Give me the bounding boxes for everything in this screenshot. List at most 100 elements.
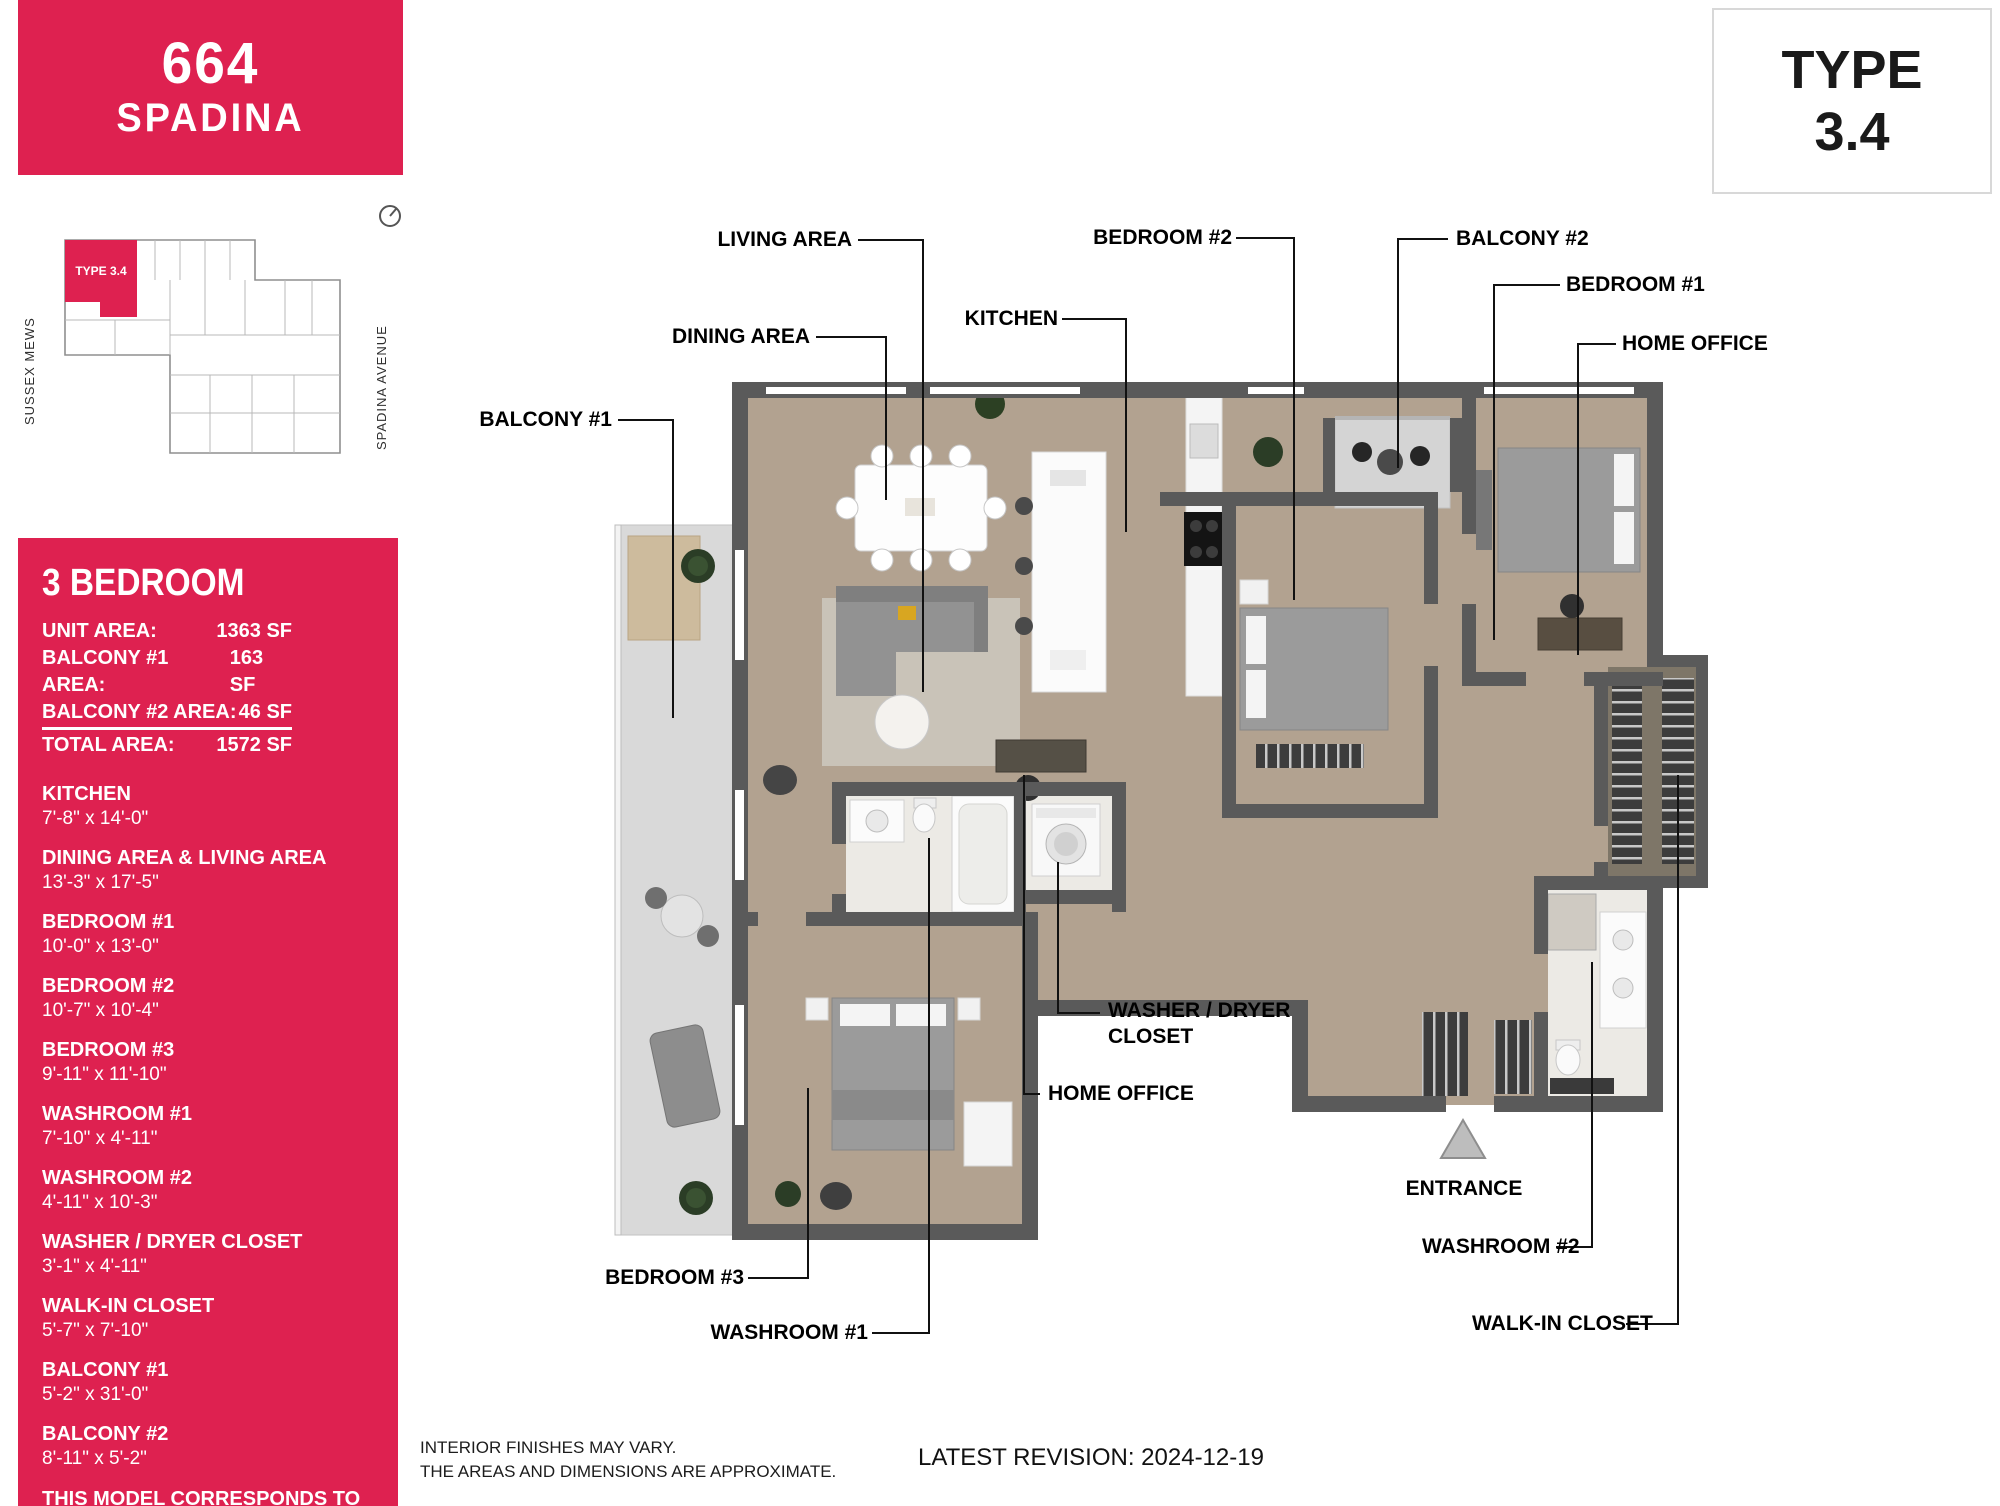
room-spec: WASHROOM #1 7'-10" x 4'-11" xyxy=(42,1103,378,1150)
callout-balcony-1: BALCONY #1 xyxy=(479,408,612,431)
area-row-total: TOTAL AREA: 1572 SF xyxy=(42,732,292,759)
room-spec: BEDROOM #3 9'-11" x 11'-10" xyxy=(42,1039,378,1086)
disclaimer-line2: THE AREAS AND DIMENSIONS ARE APPROXIMATE… xyxy=(420,1462,837,1481)
room-spec: BALCONY #1 5'-2" x 31'-0" xyxy=(42,1359,378,1406)
project-number: 664 xyxy=(161,30,260,96)
room-name: BALCONY #1 xyxy=(42,1359,169,1381)
area-value: 1572 SF xyxy=(216,734,292,756)
project-title-box: 664 SPADINA xyxy=(18,0,403,175)
room-spec: BALCONY #2 8'-11" x 5'-2" xyxy=(42,1423,378,1470)
room-dims: 10'-7" x 10'-4" xyxy=(42,1000,159,1021)
area-label: BALCONY #2 AREA: xyxy=(42,701,237,723)
callout-washroom-2: WASHROOM #2 xyxy=(1422,1235,1580,1258)
project-name: SPADINA xyxy=(116,95,305,140)
foyer-wardrobe xyxy=(1422,1012,1468,1096)
room-dims: 7'-10" x 4'-11" xyxy=(42,1128,158,1149)
accent-pillow xyxy=(898,606,916,620)
unit-type-box: TYPE 3.4 xyxy=(1712,8,1992,194)
unit-type-number: 3.4 xyxy=(1814,102,1890,162)
room-name: BEDROOM #1 xyxy=(42,911,175,933)
panel-title: 3 BEDROOM xyxy=(42,562,245,604)
room-dims: 5'-2" x 31'-0" xyxy=(42,1384,149,1405)
balcony-lounger xyxy=(649,1024,721,1128)
vanity xyxy=(1599,911,1647,1029)
callout-bedroom-2: BEDROOM #2 xyxy=(1093,226,1232,249)
disclaimer-line1: INTERIOR FINISHES MAY VARY. xyxy=(420,1438,677,1457)
area-row-balcony2: BALCONY #2 AREA: 46 SF xyxy=(42,699,292,730)
toilet xyxy=(1555,1044,1581,1076)
room-dims: 8'-11" x 5'-2" xyxy=(42,1448,147,1469)
callout-entrance: ENTRANCE xyxy=(1405,1177,1523,1200)
callout-kitchen: KITCHEN xyxy=(964,307,1058,330)
shower xyxy=(1547,893,1597,951)
callout-washroom-1: WASHROOM #1 xyxy=(710,1321,868,1344)
area-row-balcony1: BALCONY #1 AREA: 163 SF xyxy=(42,645,292,699)
balcony-1 xyxy=(614,524,741,1236)
keyplan-unit-label: TYPE 3.4 xyxy=(75,264,127,278)
callout-walk-in-closet: WALK-IN CLOSET xyxy=(1472,1312,1653,1335)
unit-type-word: TYPE xyxy=(1781,40,1923,100)
armchair xyxy=(820,1182,852,1210)
room-name: BALCONY #2 xyxy=(42,1423,169,1445)
room-spec: WASHROOM #2 4'-11" x 10'-3" xyxy=(42,1167,378,1214)
callout-home-office-bottom: HOME OFFICE xyxy=(1048,1082,1194,1105)
room-name: WASHER / DRYER CLOSET xyxy=(42,1231,303,1253)
callout-washer-dryer-closet: WASHER / DRYER CLOSET xyxy=(1108,998,1290,1050)
callout-living-area: LIVING AREA xyxy=(717,228,852,251)
bench xyxy=(1256,744,1364,768)
unit-info-panel: 3 BEDROOM UNIT AREA: 1363 SF BALCONY #1 … xyxy=(18,538,398,1506)
washroom-1 xyxy=(849,795,1015,913)
floor-plan xyxy=(614,382,1708,1240)
keyplan-unit-lines xyxy=(65,240,340,453)
callout-balcony-2: BALCONY #2 xyxy=(1456,227,1589,250)
callout-washer-dryer-line2: CLOSET xyxy=(1108,1025,1194,1048)
area-label: BALCONY #1 AREA: xyxy=(42,647,169,696)
room-name: WASHROOM #2 xyxy=(42,1167,193,1189)
area-row-unit: UNIT AREA: 1363 SF xyxy=(42,618,292,645)
area-value: 1363 SF xyxy=(216,620,292,642)
room-spec: WALK-IN CLOSET 5'-7" x 7'-10" xyxy=(42,1295,378,1342)
room-spec: KITCHEN 7'-8" x 14'-0" xyxy=(42,783,378,830)
callout-dining-area: DINING AREA xyxy=(671,325,810,348)
home-office-desk xyxy=(1537,617,1623,651)
callout-bedroom-3: BEDROOM #3 xyxy=(605,1266,744,1289)
area-label: UNIT AREA: xyxy=(42,620,157,642)
room-name: DINING AREA & LIVING AREA xyxy=(42,847,327,869)
foyer-shelf xyxy=(1494,1020,1532,1094)
compass-icon xyxy=(379,205,401,227)
area-label: TOTAL AREA: xyxy=(42,734,175,756)
entrance-arrow-icon xyxy=(1439,1118,1487,1159)
room-dims: 7'-8" x 14'-0" xyxy=(42,808,149,829)
home-office-desk xyxy=(995,739,1087,773)
room-spec: WASHER / DRYER CLOSET 3'-1" x 4'-11" xyxy=(42,1231,378,1278)
panel-footer: THIS MODEL CORRESPONDS TO UNIT(S): 503 xyxy=(42,1487,378,1506)
balcony-table xyxy=(660,894,704,938)
room-dims: 13'-3" x 17'-5" xyxy=(42,872,159,893)
coffee-table xyxy=(874,694,930,750)
room-name: BEDROOM #3 xyxy=(42,1039,175,1061)
kitchen-sink xyxy=(1189,423,1219,459)
room-dimension-list: KITCHEN 7'-8" x 14'-0" DINING AREA & LIV… xyxy=(42,783,378,1487)
toilet xyxy=(912,803,936,833)
street-label-spadina-avenue: SPADINA AVENUE xyxy=(374,325,389,450)
room-dims: 9'-11" x 11'-10" xyxy=(42,1064,167,1085)
plant-icon xyxy=(1253,437,1283,467)
callout-washer-dryer-line1: WASHER / DRYER xyxy=(1108,999,1291,1022)
room-name: WASHROOM #1 xyxy=(42,1103,193,1125)
room-dims: 5'-7" x 7'-10" xyxy=(42,1320,149,1341)
nightstand xyxy=(957,997,981,1021)
desk-chair xyxy=(1560,594,1584,618)
dresser xyxy=(963,1101,1013,1167)
area-value: 163 SF xyxy=(229,647,264,696)
armchair xyxy=(763,765,797,795)
room-spec: BEDROOM #2 10'-7" x 10'-4" xyxy=(42,975,378,1022)
room-name: WALK-IN CLOSET xyxy=(42,1295,215,1317)
sofa xyxy=(836,586,988,602)
revision-date: LATEST REVISION: 2024-12-19 xyxy=(918,1444,1264,1471)
cooktop xyxy=(1184,512,1224,566)
bench xyxy=(1476,470,1492,550)
room-name: BEDROOM #2 xyxy=(42,975,175,997)
callout-home-office-top: HOME OFFICE xyxy=(1622,332,1768,355)
washer-dryer xyxy=(1031,803,1101,877)
